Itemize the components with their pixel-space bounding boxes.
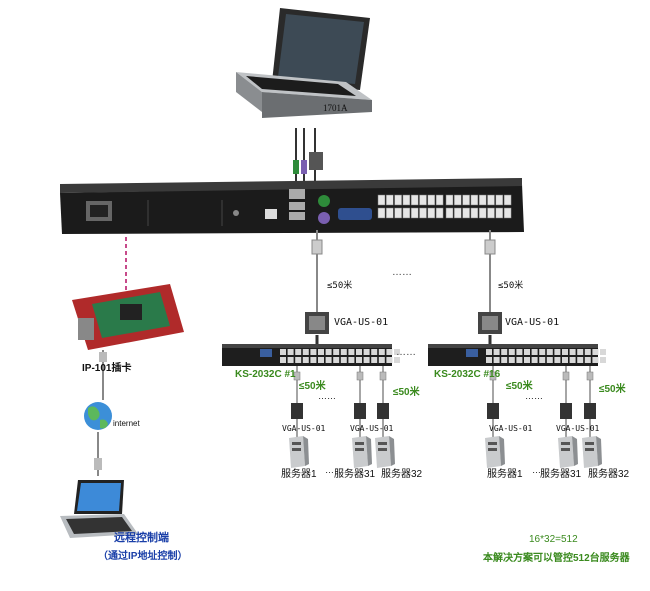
console-cables	[293, 128, 323, 185]
server-length-left-b: ≤50米	[393, 387, 420, 398]
remote-subtitle: （通过IP地址控制）	[98, 551, 188, 562]
internet-globe-icon	[84, 402, 112, 430]
server-vga-left-a: VGA-US-01	[282, 424, 326, 433]
server-right-1: 服务器1	[487, 469, 523, 480]
switch-ports	[260, 349, 606, 363]
summary-note: 本解决方案可以管控512台服务器	[483, 553, 630, 564]
server-ellipsis-left-top: ……	[318, 391, 336, 401]
adapter-label-left: VGA-US-01	[334, 317, 389, 328]
uplink-length-right: ≤50米	[498, 281, 524, 291]
main-kvm-chassis	[60, 178, 524, 234]
server-groups	[289, 366, 602, 468]
server-left-31: 服务器31	[334, 469, 376, 480]
vga-us-01-adapter-left	[305, 312, 329, 334]
ip-card-label: IP-101插卡	[82, 363, 132, 374]
server-ellipsis-left-bottom: …	[325, 465, 334, 475]
server-vga-right-b: VGA-US-01	[556, 424, 600, 433]
remote-title: 远程控制端	[114, 532, 169, 544]
console-model-label: 1701A	[323, 103, 348, 113]
server-length-right-b: ≤50米	[599, 384, 626, 395]
server-right-31: 服务器31	[540, 469, 582, 480]
main-kvm-rj45-ports	[377, 194, 512, 219]
summary-formula: 16*32=512	[529, 534, 578, 545]
server-vga-left-b: VGA-US-01	[350, 424, 394, 433]
chassis-ellipsis: ……	[392, 267, 412, 278]
switch-16-name: KS-2032C #16	[434, 369, 501, 380]
adapter-label-right: VGA-US-01	[505, 317, 560, 328]
server-vga-right-a: VGA-US-01	[489, 424, 533, 433]
laptop-image	[60, 480, 138, 538]
uplink-length-left: ≤50米	[327, 281, 353, 291]
switch-1-name: KS-2032C #1	[235, 369, 296, 380]
server-right-32: 服务器32	[588, 469, 630, 480]
internet-label: internet	[113, 419, 140, 428]
server-ellipsis-right-bottom: …	[532, 465, 541, 475]
server-left-1: 服务器1	[281, 469, 317, 480]
switch-ellipsis: ……	[396, 347, 416, 358]
ip-card-board-image	[72, 284, 184, 350]
server-ellipsis-right-top: ……	[525, 391, 543, 401]
server-left-32: 服务器32	[381, 469, 423, 480]
vga-us-01-adapter-right	[478, 312, 502, 334]
server-length-left-a: ≤50米	[299, 381, 326, 392]
lcd-console-image	[236, 8, 372, 118]
server-length-right-a: ≤50米	[506, 381, 533, 392]
